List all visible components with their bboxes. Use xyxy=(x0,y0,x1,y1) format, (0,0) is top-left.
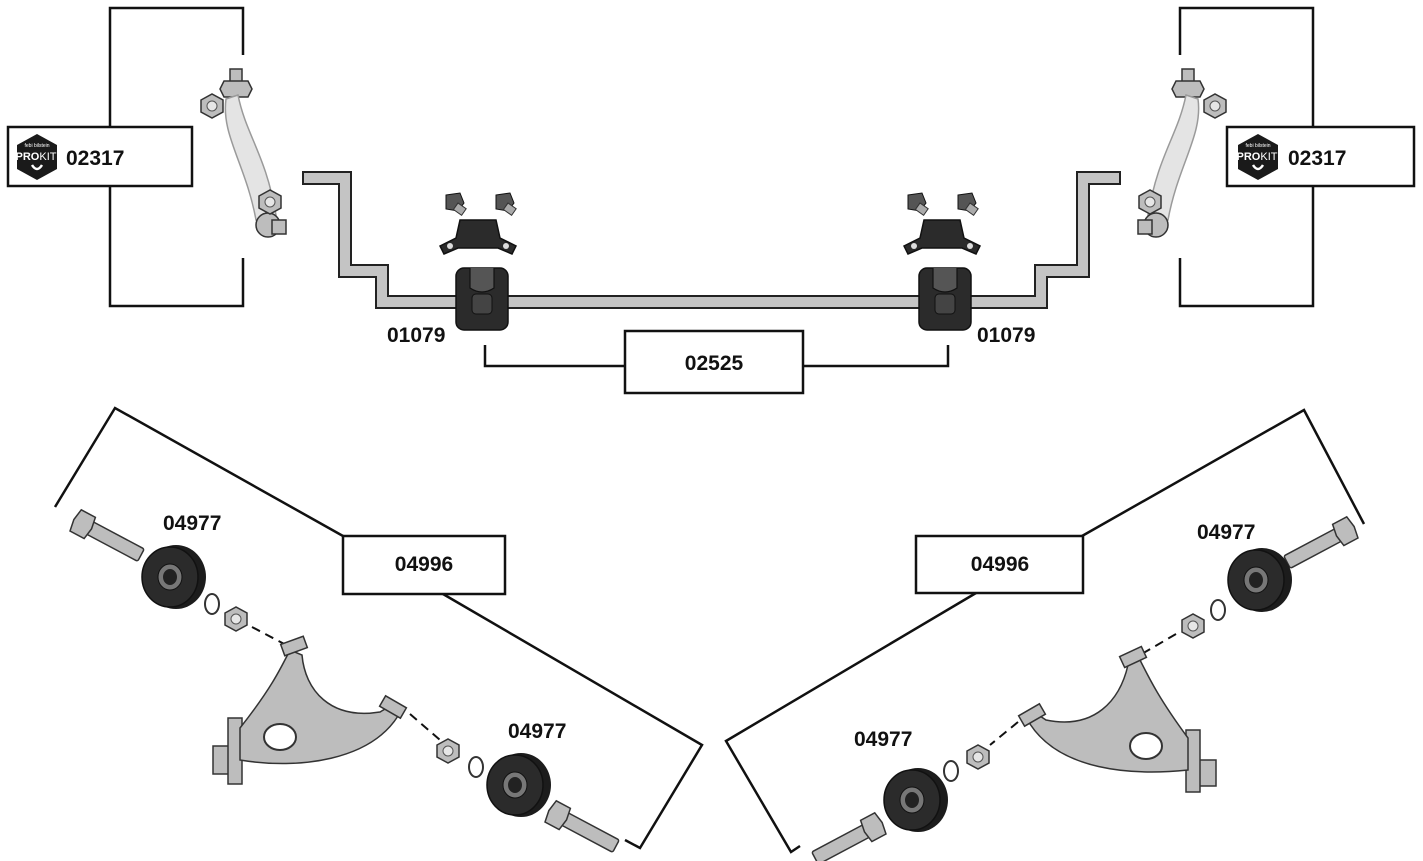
arm-bush-label-right-upper: 04977 xyxy=(1197,521,1255,544)
clamp-bolt-icon xyxy=(495,192,517,216)
arm-kit-frame-left xyxy=(53,406,704,850)
svg-text:febi bilstein: febi bilstein xyxy=(1245,143,1270,149)
nut-icon xyxy=(966,744,990,770)
nut-icon xyxy=(258,189,282,215)
washer-icon xyxy=(468,756,484,778)
arm-kit-label-left: 04996 xyxy=(395,553,453,576)
bar-bush-right xyxy=(918,267,972,331)
assembly-line xyxy=(409,713,441,741)
arm-kit-box-right xyxy=(914,534,1085,595)
link-label-right: 02317 xyxy=(1288,147,1346,170)
nut-icon xyxy=(200,93,224,119)
nut-icon xyxy=(1181,613,1205,639)
arm-bush-label-left-lower: 04977 xyxy=(508,720,566,743)
control-arm-left xyxy=(212,635,408,785)
bar-kit-label: 02525 xyxy=(685,352,744,375)
bush-label-left: 01079 xyxy=(387,324,445,347)
nut-icon xyxy=(1203,93,1227,119)
svg-text:PROKIT: PROKIT xyxy=(16,151,57,163)
link-label-left: 02317 xyxy=(66,147,124,170)
bar-bush-left xyxy=(455,267,509,331)
bush-clamp-right xyxy=(903,219,981,255)
arm-kit-box-left xyxy=(341,534,507,596)
arm-bush-right-lower xyxy=(883,767,949,833)
assembly-line xyxy=(1139,633,1177,656)
bolt-icon xyxy=(1280,515,1361,574)
anti-roll-bar xyxy=(302,171,1121,309)
nut-icon xyxy=(1138,189,1162,215)
arm-bush-label-right-lower: 04977 xyxy=(854,728,912,751)
nut-icon xyxy=(224,606,248,632)
arm-bush-left-upper xyxy=(141,544,207,610)
prokit-logo-left: febi bilstein PROKIT xyxy=(16,134,57,180)
washer-icon xyxy=(943,760,959,782)
control-arm-right xyxy=(1017,645,1217,793)
drop-link-left xyxy=(219,68,287,238)
arm-bush-left-lower xyxy=(486,752,552,818)
clamp-bolt-icon xyxy=(445,192,467,216)
arm-kit-frame-right xyxy=(724,408,1366,854)
bolt-icon xyxy=(67,508,148,567)
svg-text:febi bilstein: febi bilstein xyxy=(24,143,49,149)
assembly-line xyxy=(989,721,1019,746)
bolt-icon xyxy=(808,811,889,861)
prokit-logo-right: febi bilstein PROKIT xyxy=(1237,134,1278,180)
bush-label-right: 01079 xyxy=(977,324,1035,347)
arm-bush-label-left-upper: 04977 xyxy=(163,512,221,535)
washer-icon xyxy=(1210,599,1226,621)
arm-bush-right-upper xyxy=(1227,547,1293,613)
svg-text:PROKIT: PROKIT xyxy=(1237,151,1278,163)
bolt-icon xyxy=(542,799,623,858)
washer-icon xyxy=(204,593,220,615)
bar-kit-box xyxy=(623,329,805,395)
clamp-bolt-icon xyxy=(907,192,929,216)
clamp-bolt-icon xyxy=(957,192,979,216)
bush-clamp-left xyxy=(439,219,517,255)
bar-kit-bracket xyxy=(483,345,950,368)
arm-kit-label-right: 04996 xyxy=(971,553,1029,576)
nut-icon xyxy=(436,738,460,764)
